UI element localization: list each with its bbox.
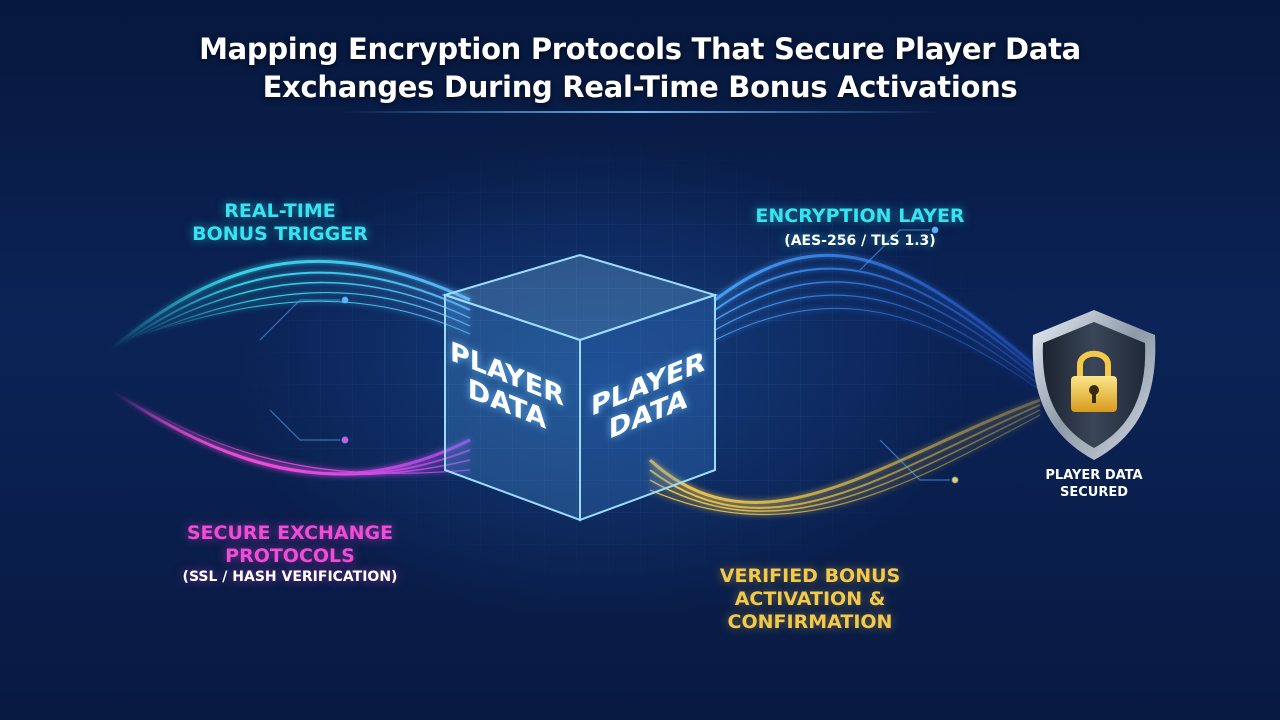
label-secure-exchange-line2: PROTOCOLS [225, 545, 355, 567]
padlock-icon [1071, 350, 1117, 412]
label-secure-exchange: SECURE EXCHANGE PROTOCOLS (SSL / HASH VE… [150, 522, 430, 586]
title-line-1: Mapping Encryption Protocols That Secure… [199, 32, 1081, 66]
player-data-cube [441, 253, 719, 522]
label-verified-line2: ACTIVATION & [734, 588, 886, 610]
title-divider [340, 111, 940, 113]
label-encryption-sub: (AES-256 / TLS 1.3) [784, 233, 936, 249]
title-line-2: Exchanges During Real-Time Bonus Activat… [262, 70, 1018, 104]
label-data-secured: PLAYER DATA SECURED [1022, 467, 1166, 501]
label-verified-line1: VERIFIED BONUS [719, 565, 901, 587]
encryption-layer-stream [714, 253, 1041, 391]
label-bonus-trigger-line1: REAL-TIME [224, 200, 336, 222]
bonus-trigger-stream [109, 259, 471, 352]
label-secured-line2: SECURED [1059, 485, 1129, 500]
label-secure-exchange-line1: SECURE EXCHANGE [186, 522, 394, 544]
label-bonus-trigger-line2: BONUS TRIGGER [192, 223, 368, 245]
shield-icon [1032, 310, 1156, 460]
label-verified-line3: CONFIRMATION [727, 611, 893, 633]
label-secure-exchange-sub: (SSL / HASH VERIFICATION) [182, 569, 398, 585]
page-title: Mapping Encryption Protocols That Secure… [0, 30, 1280, 106]
secure-exchange-stream [109, 388, 471, 476]
label-encryption-line1: ENCRYPTION LAYER [755, 205, 965, 227]
label-bonus-trigger: REAL-TIME BONUS TRIGGER [180, 200, 380, 246]
verified-activation-stream [648, 398, 1041, 516]
circuit-traces [259, 226, 959, 484]
label-encryption-layer: ENCRYPTION LAYER (AES-256 / TLS 1.3) [720, 205, 1000, 250]
label-secured-line1: PLAYER DATA [1045, 468, 1143, 483]
label-verified-activation: VERIFIED BONUS ACTIVATION & CONFIRMATION [690, 565, 930, 634]
